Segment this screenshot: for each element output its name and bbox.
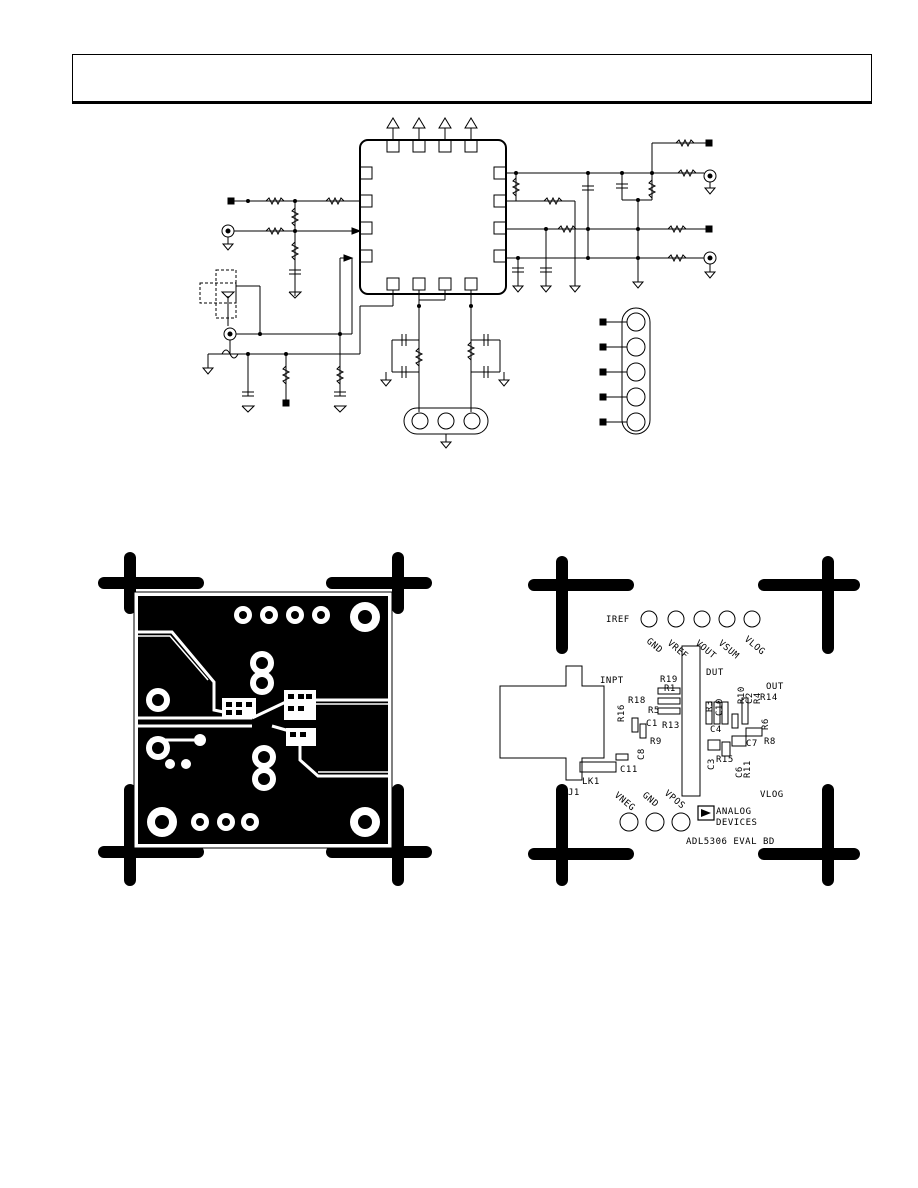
header-5pin xyxy=(621,307,651,435)
silk-out: OUT xyxy=(766,682,784,692)
page-header-box xyxy=(72,54,872,102)
silk-c2: C2 xyxy=(745,692,755,704)
silk-c10: C10 xyxy=(715,698,725,716)
silk-gnd-bottom: GND xyxy=(640,791,660,810)
silk-c6: C6 xyxy=(735,766,745,778)
ic-bottom-pins xyxy=(386,277,478,291)
silk-r15: R15 xyxy=(716,755,734,765)
balun-outline xyxy=(199,282,237,304)
silk-r13: R13 xyxy=(662,721,680,731)
silk-vlog-top: VLOG xyxy=(742,635,767,658)
silk-r10: R10 xyxy=(737,686,747,704)
silk-c8: C8 xyxy=(637,748,647,760)
silk-c1: C1 xyxy=(646,719,658,729)
silk-r3: R3 xyxy=(705,700,715,712)
silk-r5: R5 xyxy=(648,706,660,716)
silk-c3: C3 xyxy=(707,758,717,770)
pcb-copper-layer xyxy=(98,552,432,886)
schematic xyxy=(199,117,717,449)
silk-dut: DUT xyxy=(706,668,724,678)
silk-j1: J1 xyxy=(568,788,580,798)
header-3pin xyxy=(403,407,489,435)
silk-c4: C4 xyxy=(710,725,722,735)
silk-r9: R9 xyxy=(650,737,662,747)
silk-brand-analog: ANALOG xyxy=(716,807,752,817)
silk-r16: R16 xyxy=(617,704,627,722)
silk-r1: R1 xyxy=(664,684,676,694)
silk-r14: R14 xyxy=(760,693,778,703)
silk-iref: IREF xyxy=(606,615,630,625)
silk-c11: C11 xyxy=(620,765,638,775)
ic-left-pins xyxy=(359,166,373,263)
silk-inpt: INPT xyxy=(600,676,624,686)
ic-top-pins xyxy=(386,117,478,153)
silk-r19: R19 xyxy=(660,675,678,685)
silk-vref: VREF xyxy=(665,639,690,662)
silk-r8: R8 xyxy=(764,737,776,747)
ic-right-pins xyxy=(493,166,507,263)
pcb-silkscreen-layer: IREF GND VREF VOUT VSUM VLOG DUT INPT OU… xyxy=(499,556,860,886)
header-underline xyxy=(72,102,872,104)
silk-r6: R6 xyxy=(761,718,771,730)
silk-c7: C7 xyxy=(746,739,758,749)
silk-gnd-top: GND xyxy=(644,637,664,656)
silk-r11: R11 xyxy=(743,760,753,778)
ic-body xyxy=(359,139,507,295)
silk-r18: R18 xyxy=(628,696,646,706)
silk-vneg: VNEG xyxy=(612,791,637,814)
silk-board-name: ADL5306 EVAL BD xyxy=(686,837,775,847)
silk-vsum: VSUM xyxy=(716,639,741,662)
silk-vlog-bottom: VLOG xyxy=(760,790,784,800)
silk-vout: VOUT xyxy=(693,639,718,662)
registration-marks-left xyxy=(98,552,432,886)
silk-lk1: LK1 xyxy=(582,777,600,787)
registration-marks-right xyxy=(528,556,860,886)
silk-brand-devices: DEVICES xyxy=(716,818,757,828)
silk-r4: R4 xyxy=(753,692,763,704)
silk-vpos: VPOS xyxy=(662,789,687,812)
